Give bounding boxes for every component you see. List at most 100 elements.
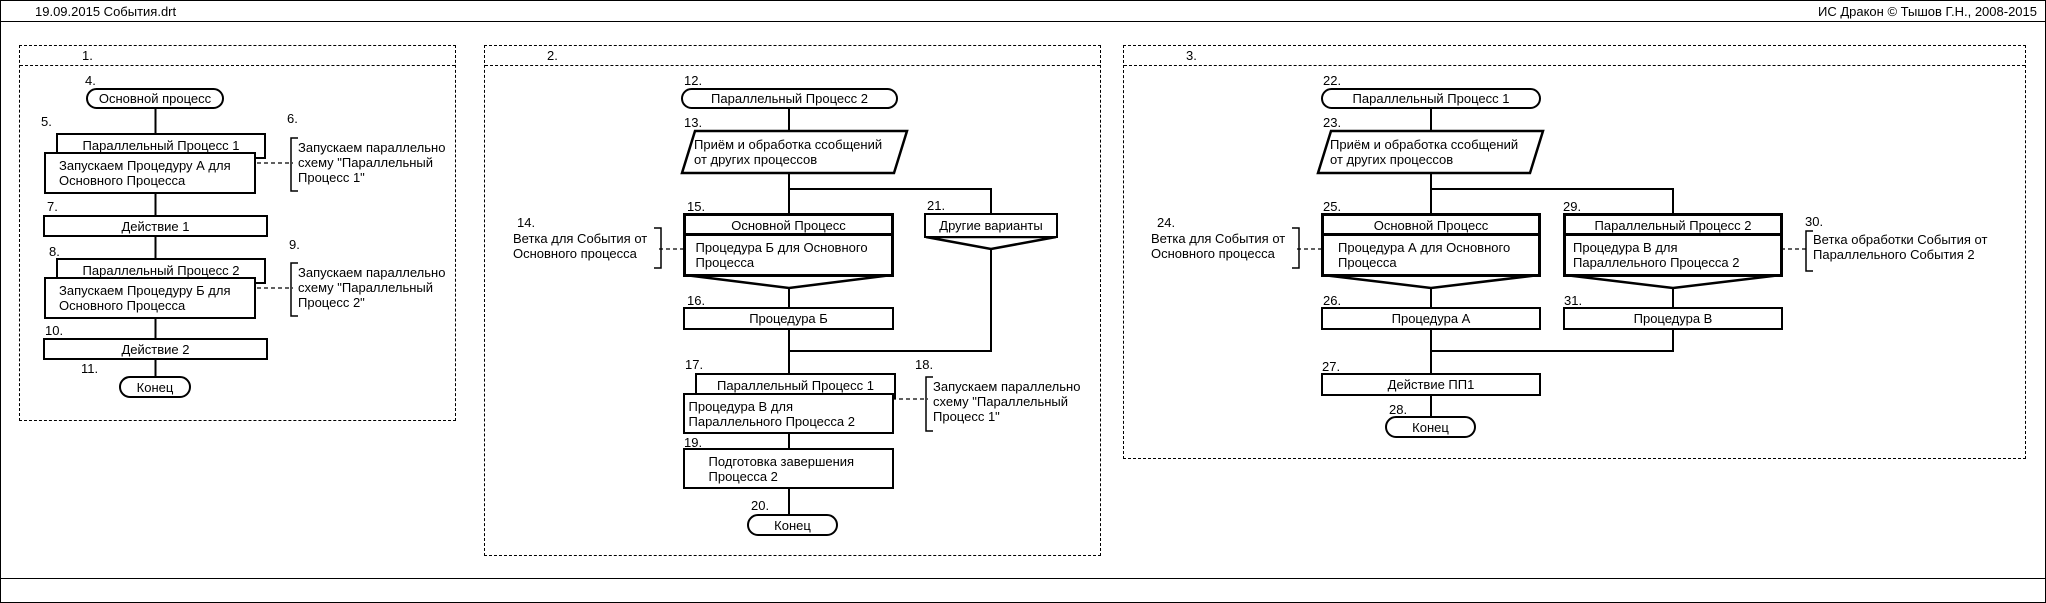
region-1-number: 1. bbox=[82, 48, 93, 63]
node-15-title-label: Основной Процесс bbox=[686, 216, 891, 236]
node-5-body-label: Запускаем Процедуру А для Основного Проц… bbox=[59, 158, 231, 188]
node-15-number: 15. bbox=[687, 199, 706, 214]
node-16-procedure[interactable]: Процедура Б bbox=[683, 307, 894, 330]
node-23-io[interactable]: Приём и обработка ссобщений от других пр… bbox=[1319, 133, 1531, 171]
node-29-number: 29. bbox=[1563, 199, 1582, 214]
node-26-label: Процедура А bbox=[1391, 311, 1471, 326]
node-8-number: 8. bbox=[49, 244, 60, 259]
node-27-label: Действие ПП1 bbox=[1387, 377, 1475, 392]
comment-18-bracket bbox=[925, 376, 933, 432]
comment-9-number: 9. bbox=[289, 237, 300, 252]
bottom-rule bbox=[1, 578, 2045, 579]
comment-30[interactable]: Ветка обработки События от Параллельного… bbox=[1813, 232, 1993, 262]
node-29-branch-header[interactable]: Параллельный Процесс 2 Процедура В для П… bbox=[1563, 213, 1783, 277]
node-5-parallel-body[interactable]: Запускаем Процедуру А для Основного Проц… bbox=[44, 152, 256, 194]
node-4-process-begin[interactable]: Основной процесс bbox=[86, 88, 224, 109]
region-2: 2. bbox=[484, 45, 1101, 556]
node-13-number: 13. bbox=[684, 115, 703, 130]
comment-24[interactable]: Ветка для События от Основного процесса bbox=[1151, 231, 1291, 261]
node-4-number: 4. bbox=[85, 73, 96, 88]
title-bar: 19.09.2015 События.drt ИС Дракон © Тышов… bbox=[1, 1, 2045, 22]
region-1-header: 1. bbox=[20, 46, 455, 66]
node-16-label: Процедура Б bbox=[749, 311, 828, 326]
comment-14[interactable]: Ветка для События от Основного процесса bbox=[513, 231, 653, 261]
comment-9[interactable]: Запускаем параллельно схему "Параллельны… bbox=[298, 265, 450, 310]
node-12-process-begin[interactable]: Параллельный Процесс 2 bbox=[681, 88, 898, 109]
node-25-title-label: Основной Процесс bbox=[1324, 216, 1538, 236]
node-11-number: 11. bbox=[81, 361, 99, 376]
node-29-body-label: Процедура В для Параллельного Процесса 2 bbox=[1573, 240, 1740, 270]
node-17-body-label: Процедура В для Параллельного Процесса 2 bbox=[688, 398, 855, 429]
node-28-number: 28. bbox=[1389, 402, 1408, 417]
comment-18-text: Запускаем параллельно схему "Параллельны… bbox=[933, 379, 1081, 424]
node-25-branch-header[interactable]: Основной Процесс Процедура А для Основно… bbox=[1321, 213, 1541, 277]
node-27-action[interactable]: Действие ПП1 bbox=[1321, 373, 1541, 396]
node-17-parallel-body[interactable]: Процедура В для Параллельного Процесса 2 bbox=[683, 393, 894, 434]
node-13-io[interactable]: Приём и обработка ссобщений от других пр… bbox=[683, 133, 895, 171]
node-8-parallel-body[interactable]: Запускаем Процедуру Б для Основного Проц… bbox=[44, 277, 256, 319]
comment-18-number: 18. bbox=[915, 357, 934, 372]
node-25-number: 25. bbox=[1323, 199, 1342, 214]
node-19-number: 19. bbox=[684, 435, 703, 450]
node-19-label: Подготовка завершения Процесса 2 bbox=[708, 453, 855, 484]
node-23-label: Приём и обработка ссобщений от других пр… bbox=[1330, 137, 1519, 167]
node-15-branch-header[interactable]: Основной Процесс Процедура Б для Основно… bbox=[683, 213, 894, 277]
io-shape-23 bbox=[1316, 129, 1545, 175]
node-31-label: Процедура В bbox=[1633, 311, 1713, 326]
node-8-body-label: Запускаем Процедуру Б для Основного Проц… bbox=[59, 283, 231, 313]
node-7-action[interactable]: Действие 1 bbox=[43, 215, 268, 237]
node-31-procedure[interactable]: Процедура В bbox=[1563, 307, 1783, 330]
node-11-end[interactable]: Конец bbox=[119, 376, 191, 398]
node-10-action[interactable]: Действие 2 bbox=[43, 338, 268, 360]
comment-9-bracket bbox=[290, 262, 298, 317]
node-22-process-begin[interactable]: Параллельный Процесс 1 bbox=[1321, 88, 1541, 109]
node-26-procedure[interactable]: Процедура А bbox=[1321, 307, 1541, 330]
node-20-label: Конец bbox=[774, 517, 811, 533]
node-22-number: 22. bbox=[1323, 73, 1342, 88]
node-19-action[interactable]: Подготовка завершения Процесса 2 bbox=[683, 448, 894, 489]
node-15-body-label: Процедура Б для Основного Процесса bbox=[695, 240, 868, 270]
node-17-number: 17. bbox=[685, 357, 704, 372]
node-13-label: Приём и обработка ссобщений от других пр… bbox=[694, 137, 883, 167]
comment-30-number: 30. bbox=[1805, 214, 1824, 229]
region-3-number: 3. bbox=[1186, 48, 1197, 63]
node-20-end[interactable]: Конец bbox=[747, 514, 838, 536]
node-21-other-variants[interactable]: Другие варианты bbox=[924, 213, 1058, 238]
node-28-end[interactable]: Конец bbox=[1385, 416, 1476, 438]
comment-6-number: 6. bbox=[287, 111, 298, 126]
region-1: 1. bbox=[19, 45, 456, 421]
node-25-body-label: Процедура А для Основного Процесса bbox=[1338, 240, 1511, 270]
node-7-number: 7. bbox=[47, 199, 58, 214]
branch-region-2 bbox=[789, 188, 992, 352]
comment-24-text: Ветка для События от Основного процесса bbox=[1151, 231, 1286, 261]
node-26-number: 26. bbox=[1323, 293, 1342, 308]
comment-14-text: Ветка для События от Основного процесса bbox=[513, 231, 648, 261]
node-8-title-label: Параллельный Процесс 2 bbox=[82, 263, 240, 278]
region-3-header: 3. bbox=[1124, 46, 2025, 66]
comment-14-bracket bbox=[654, 227, 662, 269]
node-16-number: 16. bbox=[687, 293, 706, 308]
comment-18[interactable]: Запускаем параллельно схему "Параллельны… bbox=[933, 379, 1085, 424]
node-17-title-label: Параллельный Процесс 1 bbox=[717, 378, 874, 393]
node-29-title-label: Параллельный Процесс 2 bbox=[1566, 216, 1780, 236]
node-27-number: 27. bbox=[1322, 359, 1341, 374]
node-21-label: Другие варианты bbox=[939, 218, 1043, 233]
node-11-label: Конец bbox=[136, 379, 174, 395]
v-notch-21 bbox=[925, 235, 1057, 251]
comment-6[interactable]: Запускаем параллельно схему "Параллельны… bbox=[298, 140, 450, 185]
comment-24-bracket bbox=[1292, 227, 1300, 269]
comment-6-bracket bbox=[290, 137, 298, 192]
comment-30-text: Ветка обработки События от Параллельного… bbox=[1813, 232, 1988, 262]
comment-24-number: 24. bbox=[1157, 215, 1176, 230]
comment-9-text: Запускаем параллельно схему "Параллельны… bbox=[298, 265, 446, 310]
region-2-number: 2. bbox=[547, 48, 558, 63]
region-2-header: 2. bbox=[485, 46, 1100, 66]
io-shape-13 bbox=[680, 129, 909, 175]
node-10-label: Действие 2 bbox=[121, 341, 190, 357]
node-20-number: 20. bbox=[751, 498, 770, 513]
comment-14-number: 14. bbox=[517, 215, 536, 230]
document-title: 19.09.2015 События.drt bbox=[35, 3, 177, 19]
node-23-number: 23. bbox=[1323, 115, 1342, 130]
